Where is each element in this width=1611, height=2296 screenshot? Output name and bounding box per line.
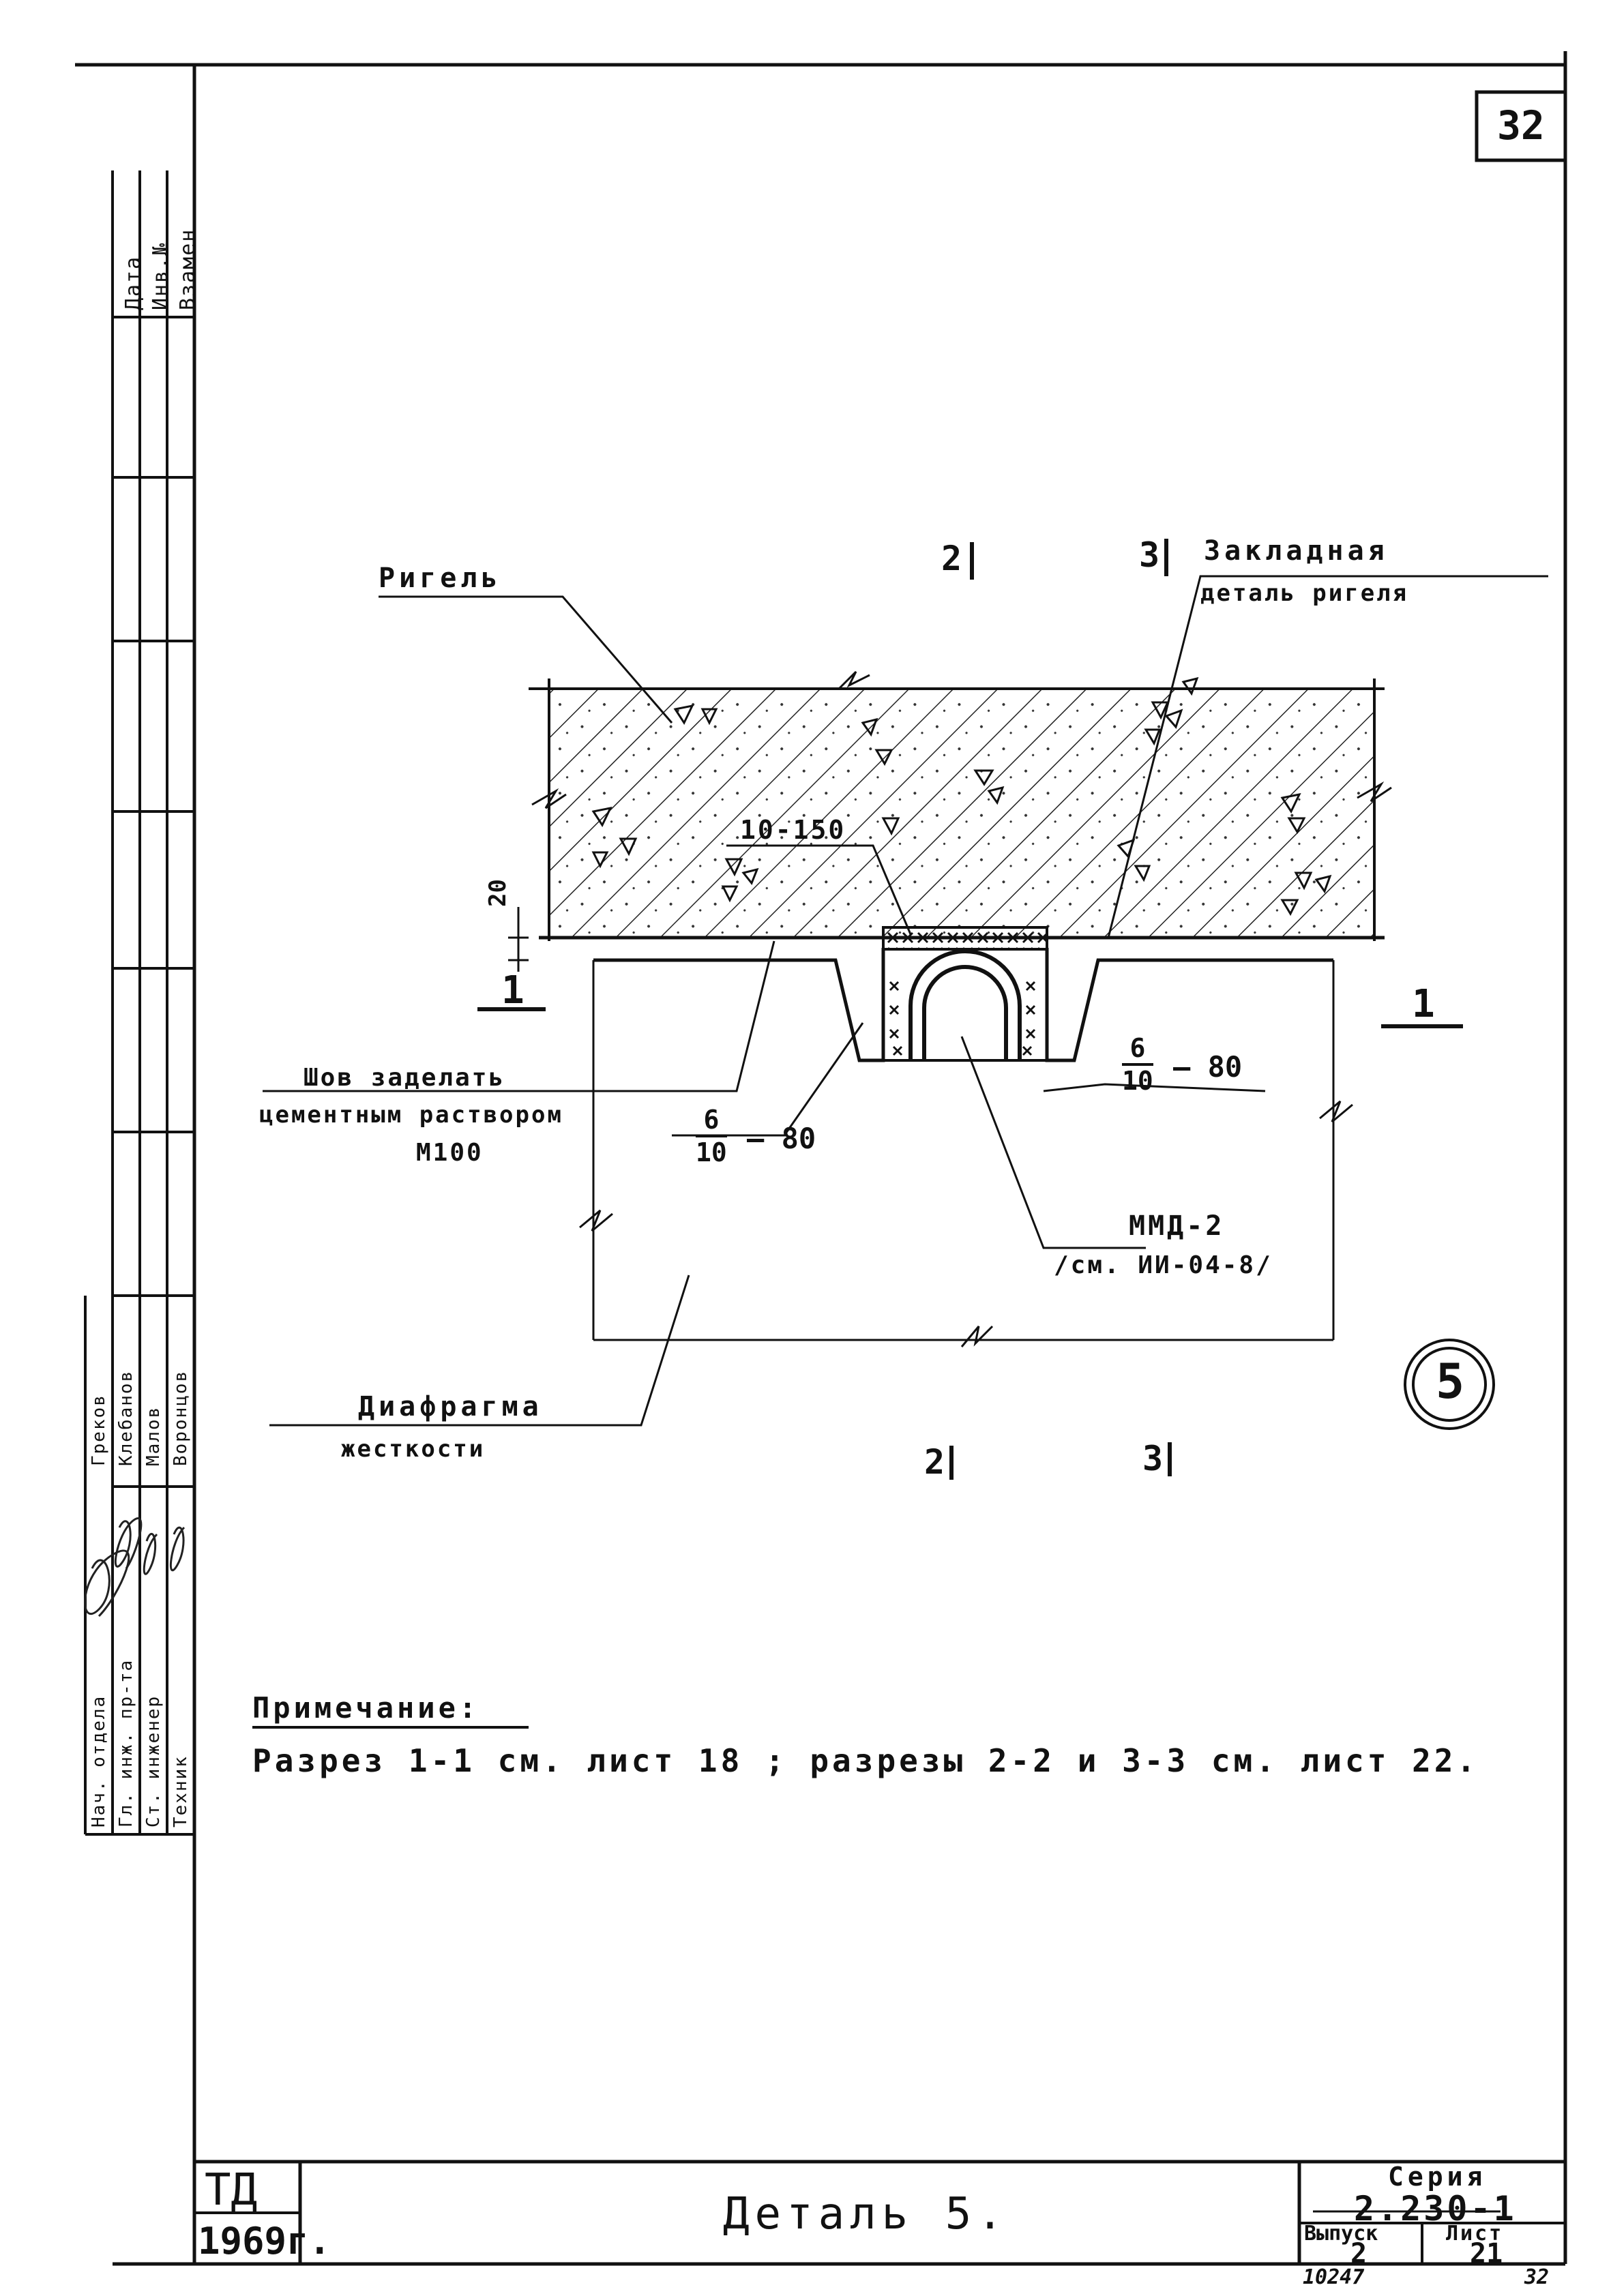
stamp-role-engineer: Ст. инженер [143, 1695, 164, 1828]
detail-marker-text: 5 [1436, 1354, 1465, 1410]
loop-anchor [908, 949, 1022, 1060]
tb-series-label: Серия [1388, 2162, 1487, 2192]
seam-line-3: М100 [416, 1139, 484, 1167]
stamp-name-4: Воронцов [171, 1369, 191, 1466]
mmd-line-1: ММД-2 [1129, 1210, 1225, 1242]
detail-marker-circle [1404, 1339, 1495, 1430]
tb-year: 1969г. [198, 2220, 331, 2263]
stamp-header-inv: Инв.№ [149, 241, 173, 310]
stamp-name-1: Греков [89, 1394, 109, 1466]
diaphragm [579, 948, 1353, 1347]
label-embedded-1: Закладная [1204, 535, 1389, 567]
title-block-lines [194, 2160, 1565, 2264]
stamp-header-date: Дата [121, 255, 145, 310]
section-2-bottom: 2 [924, 1442, 945, 1482]
tb-issue-label: Выпуск [1304, 2222, 1378, 2246]
rigel-beam [529, 670, 1392, 941]
tb-page-number: 32 [1524, 2265, 1550, 2289]
section-3-top: 3 [1139, 535, 1160, 575]
section-marks [477, 539, 1463, 1480]
section-1-right: 1 [1412, 982, 1435, 1026]
stamp-role-head: Нач. отдела [89, 1695, 109, 1828]
tb-org: ТД [205, 2165, 258, 2216]
sheet-number-top: 32 [1497, 102, 1545, 149]
weld-marks [889, 981, 1036, 1056]
tb-archive-number: 10247 [1303, 2265, 1365, 2289]
weld-right-num: 6 [1122, 1033, 1153, 1066]
tb-title: Деталь 5. [723, 2189, 1009, 2239]
weld-left-den: 10 [696, 1137, 727, 1167]
seam-line-1: Шов заделать [304, 1064, 506, 1092]
tb-sheet-value: 21 [1470, 2238, 1503, 2269]
stamp-role-technician: Техник [171, 1755, 191, 1828]
weld-left-len: – 80 [747, 1122, 816, 1155]
label-spacing: 10-150 [740, 815, 846, 845]
label-rigel: Ригель [379, 563, 502, 594]
diaphragm-line-2: жесткости [341, 1435, 486, 1463]
tb-sheet-label: Лист [1446, 2222, 1504, 2246]
label-embedded-2: деталь ригеля [1200, 580, 1409, 607]
weld-right-len: – 80 [1173, 1050, 1243, 1084]
weld-right-fraction: 6 10 [1122, 1033, 1153, 1096]
mmd-line-2: /см. ИИ-04-8/ [1054, 1251, 1273, 1279]
aggregate-marks [591, 676, 1332, 916]
label-dim-20: 20 [484, 879, 512, 907]
stamp-name-3: Малов [143, 1405, 164, 1466]
diaphragm-line-1: Диафрагма [358, 1391, 543, 1422]
embedded-plate [882, 926, 1048, 951]
tb-issue-value: 2 [1350, 2238, 1368, 2269]
weld-left-num: 6 [696, 1105, 727, 1137]
note-text: Разрез 1-1 см. лист 18 ; разрезы 2-2 и 3… [252, 1742, 1479, 1779]
signatures [84, 1517, 186, 1617]
stamp-header-replace: Взамен [176, 228, 200, 310]
stamp-name-2: Клебанов [116, 1369, 136, 1466]
side-stamp-lines [84, 170, 196, 1836]
note-heading: Примечание: [252, 1691, 480, 1725]
section-2-top: 2 [941, 539, 962, 578]
section-3-bottom: 3 [1142, 1439, 1164, 1478]
weld-left-fraction: 6 10 [696, 1105, 727, 1167]
stamp-role-chief: Гл. инж. пр-та [116, 1658, 136, 1828]
sheet-frame [75, 51, 1567, 2266]
tb-series-value: 2.230-1 [1354, 2189, 1517, 2228]
weld-right-den: 10 [1122, 1066, 1153, 1096]
seam-line-2: цементным раствором [259, 1101, 563, 1129]
section-1-left: 1 [501, 968, 524, 1013]
